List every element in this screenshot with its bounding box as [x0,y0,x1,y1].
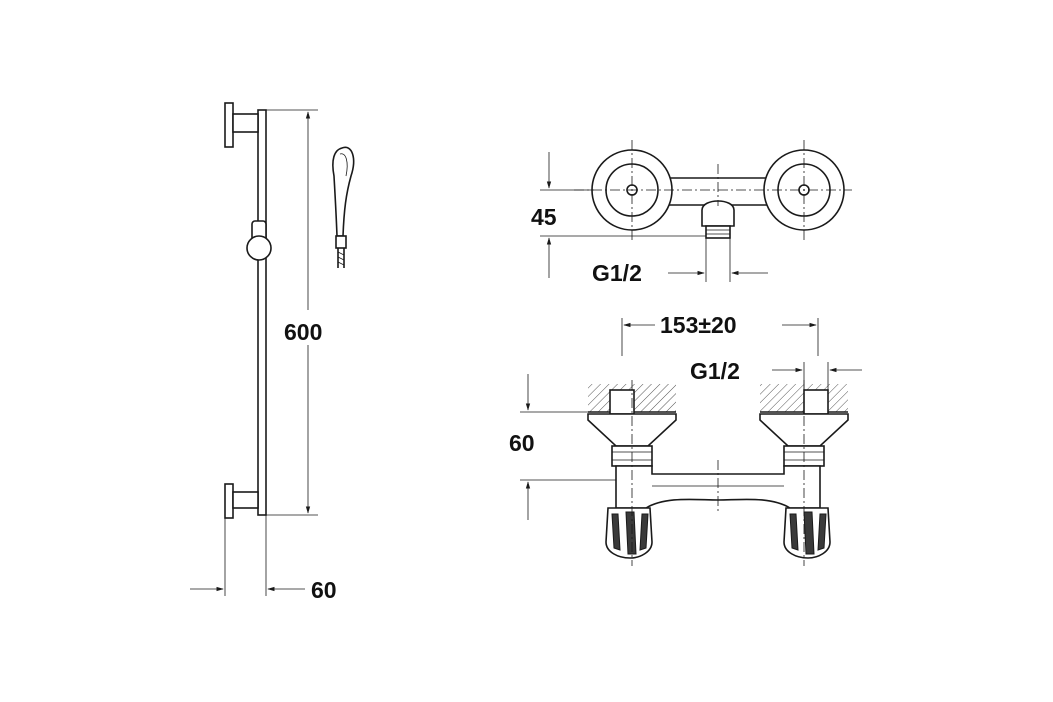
dim-153-label: 153±20 [660,312,737,338]
mixer-front-view: 153±20 G1/2 60 [509,312,862,566]
bottom-bracket-plate [224,483,234,519]
mixer-top-view: 45 G1/2 [531,140,852,286]
left-pipe-stub [609,389,635,415]
top-bracket-plate [224,102,234,148]
outlet-thread [705,225,731,239]
left-handle-icon [605,507,653,559]
slider-knob [246,235,272,261]
shower-rail-view: 600 60 [190,102,355,603]
dim-60-label: 60 [311,577,337,603]
hand-shower-icon [332,146,355,268]
top-bracket-arm [232,113,259,133]
outlet-nut [701,200,735,227]
dim-g12-top-label: G1/2 [592,260,642,286]
right-handle-icon [783,507,831,559]
dim-60-front-label: 60 [509,430,535,456]
dim-600-label: 600 [284,319,322,345]
rail-bar [257,109,267,516]
dim-45-label: 45 [531,204,557,230]
dim-g12-front-label: G1/2 [690,358,740,384]
bottom-bracket-arm [232,491,259,509]
right-pipe-stub [803,389,829,415]
